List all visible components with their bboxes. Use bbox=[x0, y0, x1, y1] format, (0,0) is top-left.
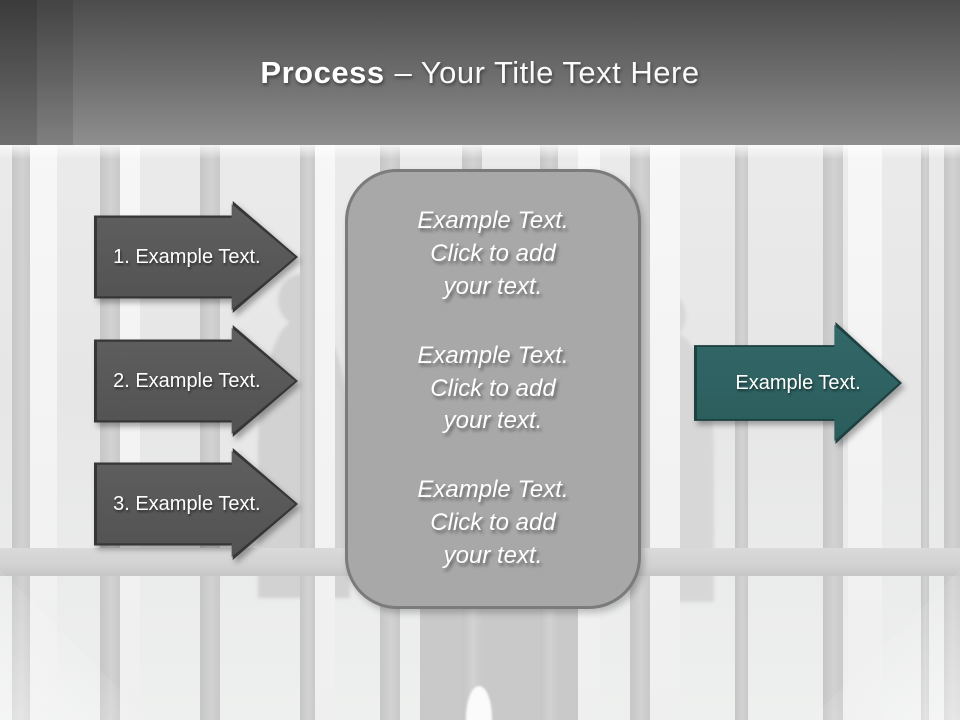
header-shade-band-2 bbox=[37, 0, 73, 145]
step-arrow-3[interactable]: 3. Example Text. bbox=[94, 448, 298, 560]
jail-bar bbox=[921, 145, 929, 720]
step-arrow-1[interactable]: 1. Example Text. bbox=[94, 201, 298, 313]
next-step-arrow[interactable]: Example Text. bbox=[694, 322, 902, 444]
header-shade-band-1 bbox=[0, 0, 37, 145]
light-slot bbox=[848, 145, 882, 720]
next-step-arrow-label: Example Text. bbox=[735, 371, 861, 394]
title-bar: Process– Your Title Text Here bbox=[0, 0, 960, 145]
light-slot bbox=[315, 145, 335, 720]
step-arrow-2[interactable]: 2. Example Text. bbox=[94, 325, 298, 437]
step-arrow-1-label: 1. Example Text. bbox=[113, 245, 261, 268]
slide-title-rest: – Your Title Text Here bbox=[394, 54, 700, 90]
content-panel[interactable]: Example Text. Click to add your text. Ex… bbox=[345, 169, 641, 609]
jail-bar bbox=[12, 145, 30, 720]
jail-bar bbox=[300, 145, 315, 720]
jail-bar bbox=[735, 145, 748, 720]
step-arrow-2-label: 2. Example Text. bbox=[113, 369, 261, 392]
slide-title[interactable]: Process– Your Title Text Here bbox=[260, 55, 699, 91]
step-arrow-3-label: 3. Example Text. bbox=[113, 492, 261, 515]
light-slot bbox=[650, 145, 680, 720]
panel-text-block-1[interactable]: Example Text. Click to add your text. bbox=[417, 207, 569, 300]
slide-title-emphasis: Process bbox=[260, 54, 385, 90]
panel-text-block-2[interactable]: Example Text. Click to add your text. bbox=[417, 341, 569, 435]
header-underglow bbox=[0, 145, 960, 159]
panel-text-block-3[interactable]: Example Text. Click to add your text. bbox=[417, 476, 569, 570]
jail-bar bbox=[823, 145, 843, 720]
